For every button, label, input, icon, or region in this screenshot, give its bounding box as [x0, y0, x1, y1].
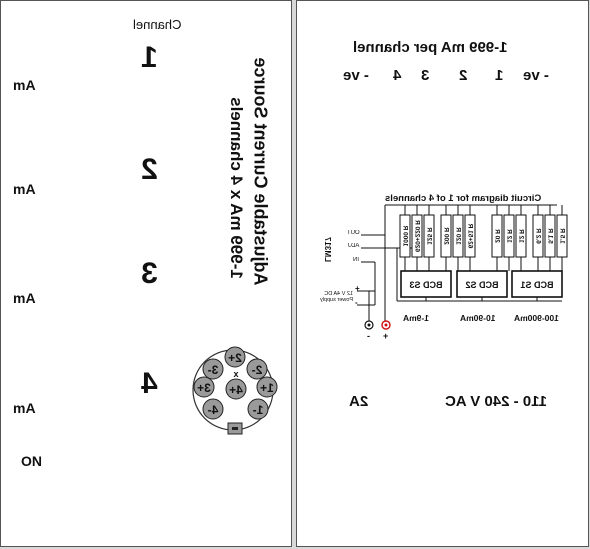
- connector-pin: [246, 358, 268, 380]
- supply-label: 12 V 4A DC Power supply: [319, 291, 353, 303]
- right-panel: 1-999 mA per channel - ve 4 3 2 1 - ve 1…: [296, 0, 589, 547]
- connector-pin: [193, 376, 215, 398]
- range-label-10-90: 10-90mA: [460, 313, 496, 323]
- bcd-switch-label: BCD S3: [409, 280, 442, 290]
- ma-label-4: mA: [13, 400, 36, 416]
- connector-pin: [247, 398, 269, 420]
- pin-in-label: IN: [353, 257, 359, 263]
- resistor-label: 12 R: [505, 229, 512, 243]
- resistor-label: 12 R: [517, 229, 524, 243]
- bcd-switch-label: BCD S2: [465, 280, 498, 290]
- left-panel: Channel 1 2 3 4 mA mA mA mA ON Adjustabl…: [0, 0, 292, 547]
- range-label-100-900: 100-900mA: [514, 313, 559, 323]
- output-plus-label: +: [383, 331, 389, 341]
- resistor-label: 5.1 R: [546, 228, 553, 244]
- pin-adj-label: ADJ: [348, 243, 360, 249]
- connector-pin-x: x: [233, 369, 238, 379]
- supply-minus: -: [355, 298, 358, 307]
- connector-pin-label: 3+: [197, 381, 211, 395]
- connector-pin-label: 1+: [260, 381, 274, 395]
- connector-pin: [224, 346, 246, 368]
- supply-plus: +: [355, 284, 360, 293]
- connector-pin-label: 1-: [253, 403, 264, 417]
- regulator-label: LM317: [322, 237, 332, 262]
- connector-pin-label: 4-: [208, 403, 219, 417]
- circuit-diagram: 1000 R 620+220 R 125 R 200 R 120 R 62+51 R 20 …: [357, 204, 568, 330]
- resistor-label: 200 R: [442, 227, 449, 245]
- on-label: ON: [21, 453, 42, 469]
- connector-pin-label: 4+: [229, 383, 243, 397]
- pin-out-label: OUT: [347, 230, 360, 236]
- bcd-switch: [511, 270, 563, 298]
- connector-pin-label: 2-: [252, 363, 263, 377]
- ma-label-3: mA: [13, 290, 36, 306]
- resistor-label: 20 R: [493, 229, 500, 243]
- connector-pin-label: 2+: [228, 351, 242, 365]
- bcd-switch: [456, 270, 508, 298]
- resistor-label: 125 R: [425, 227, 432, 245]
- connector-pin: [202, 358, 224, 380]
- resistor-label: 62+51 R: [466, 223, 473, 248]
- ma-label-1: mA: [13, 77, 36, 93]
- resistor-label: 620+220 R: [413, 220, 420, 252]
- connector-pin: [225, 378, 247, 400]
- diagram-title: Circuit diagram for 1 of 4 channels: [385, 193, 542, 204]
- resistor-label: 1.5 R: [558, 228, 565, 244]
- connector-pin: [202, 398, 224, 420]
- ma-label-2: mA: [13, 181, 36, 197]
- bcd-switch: [400, 270, 452, 298]
- output-minus-label: -: [367, 331, 370, 341]
- connector-graphic: 2+ 2- 3- x 3+ 4+ 1+ 4- 1-: [192, 346, 278, 435]
- bcd-switch-label: BCD S1: [520, 280, 553, 290]
- connector-pin: [256, 376, 278, 398]
- resistor-label: 6.2 R: [534, 228, 541, 244]
- range-label-1-9: 1-9mA: [403, 313, 429, 323]
- resistor-label: 1000 R: [401, 225, 408, 246]
- resistor-label: 120 R: [454, 227, 461, 245]
- connector-pin-label: 3-: [208, 363, 219, 377]
